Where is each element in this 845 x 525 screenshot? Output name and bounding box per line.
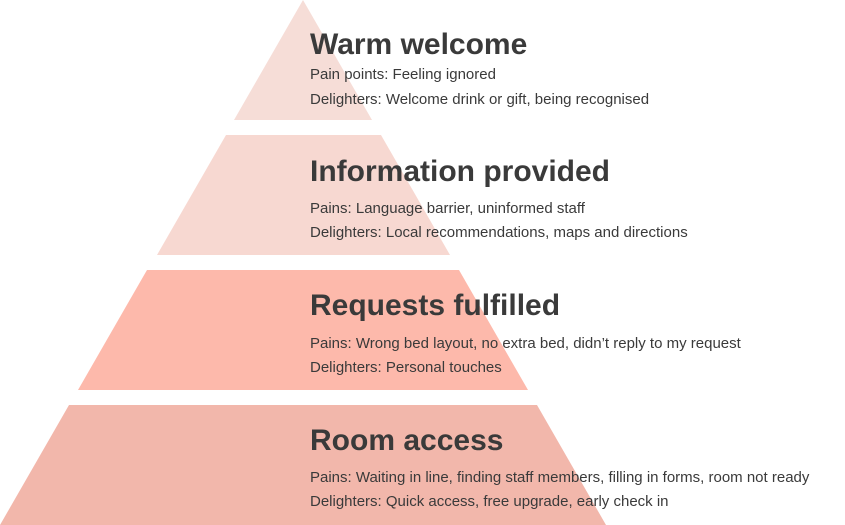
tier-4-pains: Pains: Waiting in line, finding staff me…	[310, 469, 810, 486]
tier-1-delighters: Delighters: Welcome drink or gift, being…	[310, 91, 650, 108]
tier-1-title: Warm welcome	[310, 28, 528, 61]
tier-3-pains: Pains: Wrong bed layout, no extra bed, d…	[310, 335, 741, 352]
tier-2-title: Information provided	[310, 155, 610, 188]
tier-4-delighters: Delighters: Quick access, free upgrade, …	[310, 493, 669, 510]
tier-3-delighters: Delighters: Personal touches	[310, 359, 502, 376]
pyramid-tier-3-shape	[78, 270, 528, 390]
pyramid-tier-1-shape	[234, 0, 372, 120]
pyramid-tier-3: Requests fulfilled Pains: Wrong bed layo…	[310, 289, 845, 377]
pyramid-tier-2: Information provided Pains: Language bar…	[310, 155, 845, 242]
pyramid-tier-4-shape	[0, 405, 606, 525]
tier-3-title: Requests fulfilled	[310, 289, 561, 322]
tier-2-pains: Pains: Language barrier, uninformed staf…	[310, 200, 585, 217]
pyramid-tier-1: Warm welcome Pain points: Feeling ignore…	[310, 28, 845, 109]
pyramid-tier-4: Room access Pains: Waiting in line, find…	[310, 424, 845, 511]
tier-2-delighters: Delighters: Local recommendations, maps …	[310, 224, 688, 241]
tier-1-pains: Pain points: Feeling ignored	[310, 66, 496, 83]
pyramid-tier-2-shape	[157, 135, 450, 255]
tier-4-title: Room access	[310, 424, 504, 457]
